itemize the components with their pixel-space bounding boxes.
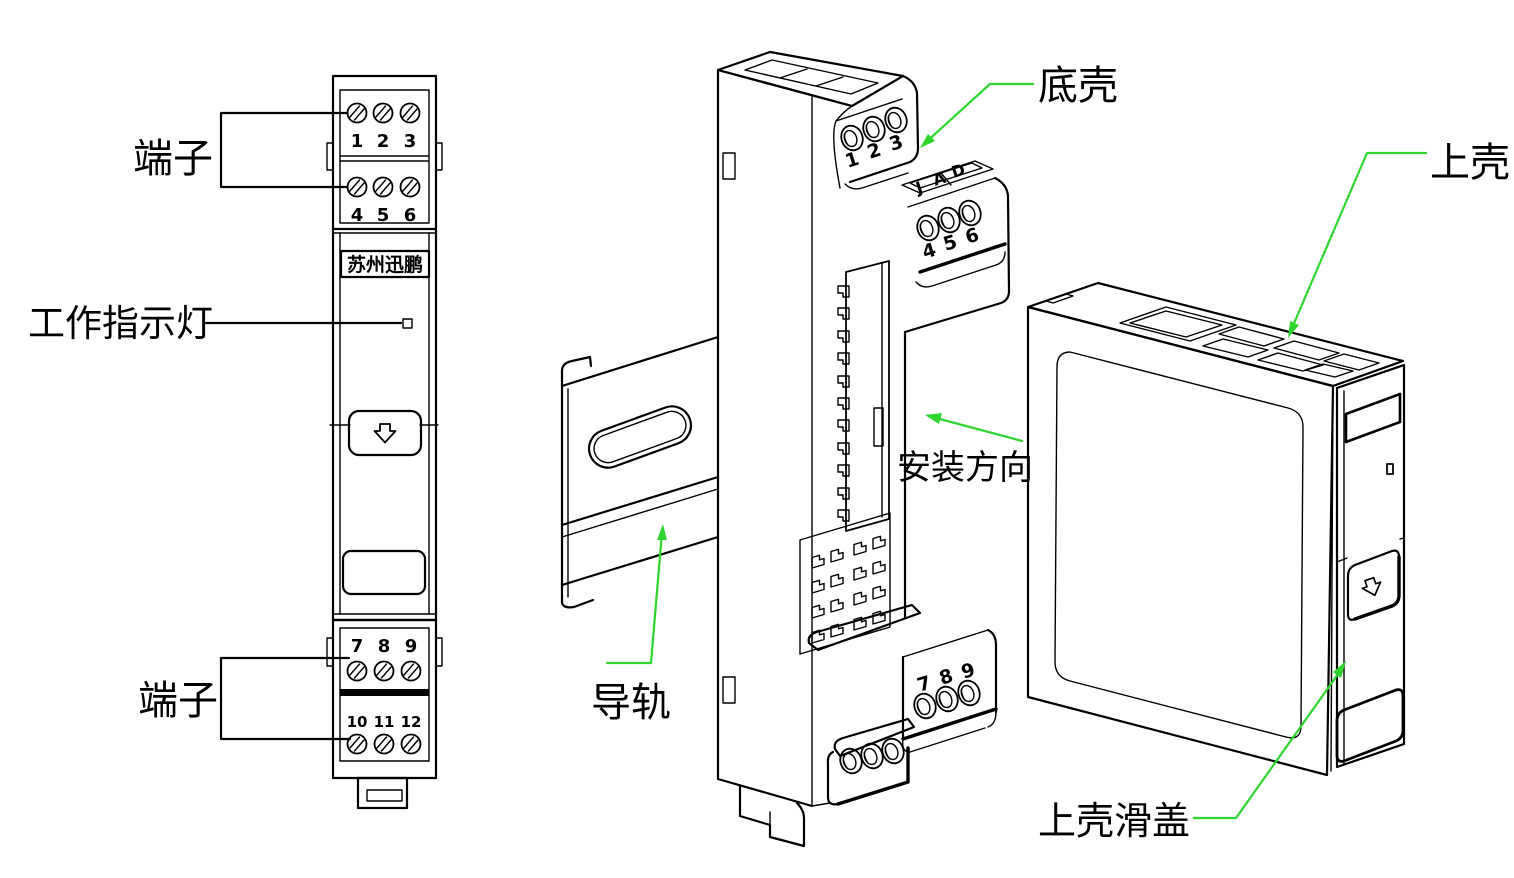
front-body: 苏州迅鹏 bbox=[329, 227, 439, 622]
din-rail-label: 导轨 bbox=[591, 680, 671, 725]
terminal-number: 4 bbox=[920, 239, 939, 264]
terminal-number: 5 bbox=[941, 231, 960, 256]
callout-slide-cover: 上壳滑盖 bbox=[1038, 661, 1346, 843]
front-window bbox=[341, 549, 427, 596]
iso-terminal-block-101112 bbox=[826, 717, 916, 806]
work-indicator-led bbox=[402, 318, 413, 329]
din-rail-slot bbox=[587, 405, 693, 469]
bottom-shell: 1 2 3 J A D 4 5 bbox=[716, 50, 1011, 848]
screw-terminal-11 bbox=[373, 733, 395, 755]
brand-plate bbox=[339, 249, 431, 279]
top-shell-label: 上壳 bbox=[1430, 140, 1510, 185]
terminal-number: 11 bbox=[374, 713, 395, 731]
din-rail bbox=[560, 335, 720, 609]
leader-arrowhead bbox=[1333, 661, 1346, 678]
front-view: 1 2 3 4 5 6 苏州迅鹏 bbox=[28, 74, 443, 810]
top-shell-view: 上壳 上壳滑盖 bbox=[1026, 140, 1510, 843]
screw-terminal-5 bbox=[372, 176, 394, 198]
terminal-top-label: 端子 bbox=[133, 136, 213, 181]
terminal-number: 1 bbox=[842, 148, 861, 173]
leader-arrowhead bbox=[1288, 321, 1299, 338]
bottom-shell-label: 底壳 bbox=[1038, 63, 1118, 108]
callout-top-shell: 上壳 bbox=[1288, 140, 1510, 338]
top-vent-slots bbox=[1045, 293, 1380, 378]
terminal-number: 9 bbox=[959, 659, 978, 684]
screw-terminal-4 bbox=[346, 176, 368, 198]
slide-latch-button[interactable] bbox=[1346, 549, 1401, 621]
terminal-number: 7 bbox=[915, 672, 934, 697]
callout-indicator-light: 工作指示灯 bbox=[28, 304, 403, 345]
screw-terminal-10 bbox=[346, 733, 368, 755]
pin-grid bbox=[799, 512, 891, 655]
leader-arrowhead bbox=[920, 134, 935, 148]
connector-pin-strip bbox=[837, 260, 890, 532]
screw-terminal-1 bbox=[346, 102, 368, 124]
terminal-number: 3 bbox=[404, 131, 417, 152]
terminal-number: 6 bbox=[404, 205, 417, 226]
terminal-number: 10 bbox=[347, 713, 368, 731]
work-indicator-led bbox=[1386, 463, 1394, 475]
leader-arrowhead bbox=[657, 524, 667, 540]
top-slot bbox=[1344, 392, 1402, 444]
screw-terminal-8 bbox=[373, 660, 395, 682]
screw-terminal-9 bbox=[400, 660, 422, 682]
iso-terminal-block-789: 7 8 9 bbox=[807, 603, 998, 753]
brand-label: 苏州迅鹏 bbox=[347, 253, 423, 276]
terminal-number: 5 bbox=[377, 205, 390, 226]
terminal-number: 8 bbox=[378, 636, 391, 657]
callout-terminal-top: 端子 bbox=[133, 111, 349, 189]
front-top-terminal-block: 1 2 3 4 5 6 bbox=[326, 74, 443, 231]
screw-terminal-2 bbox=[372, 102, 394, 124]
terminal-number: 4 bbox=[351, 205, 364, 226]
slide-latch-button[interactable] bbox=[347, 409, 423, 457]
terminal-number: 8 bbox=[937, 665, 956, 690]
rail-clip-window bbox=[722, 676, 736, 704]
slide-cover-label: 上壳滑盖 bbox=[1038, 801, 1190, 843]
shell-foot bbox=[738, 785, 806, 848]
callout-din-rail: 导轨 bbox=[591, 524, 671, 725]
terminal-number: 3 bbox=[886, 131, 905, 156]
terminal-number: 9 bbox=[405, 636, 418, 657]
din-clip-foot bbox=[356, 776, 409, 810]
iso-terminal-block-456: J A D 4 5 6 bbox=[901, 160, 1011, 620]
down-arrow-icon bbox=[373, 423, 397, 444]
indicator-light-label: 工作指示灯 bbox=[28, 304, 213, 345]
embossed-letter: J bbox=[913, 178, 925, 198]
rail-clip-window bbox=[722, 152, 736, 180]
top-shell bbox=[1026, 281, 1406, 777]
screw-terminal-6 bbox=[399, 176, 421, 198]
embossed-letter: D bbox=[949, 160, 968, 182]
leader-arrowhead bbox=[925, 413, 942, 424]
iso-assembly-view: 1 2 3 J A D 4 5 bbox=[560, 50, 1118, 848]
terminal-number: 12 bbox=[401, 713, 422, 731]
side-window bbox=[1335, 688, 1405, 763]
iso-terminal-block-123: 1 2 3 bbox=[833, 74, 920, 190]
down-arrow-icon bbox=[1359, 575, 1385, 600]
terminal-number: 2 bbox=[864, 139, 883, 164]
terminal-number: 6 bbox=[963, 224, 982, 249]
callout-terminal-bottom: 端子 bbox=[138, 656, 352, 741]
callout-bottom-shell: 底壳 bbox=[920, 63, 1118, 148]
screw-terminal-7 bbox=[346, 660, 368, 682]
callout-install-direction: 安装方向 bbox=[897, 413, 1033, 487]
install-direction-label: 安装方向 bbox=[897, 449, 1033, 487]
terminal-number: 7 bbox=[351, 636, 364, 657]
screw-terminal-3 bbox=[399, 102, 421, 124]
terminal-bottom-label: 端子 bbox=[138, 678, 218, 723]
screw-terminal-12 bbox=[400, 733, 422, 755]
front-bottom-terminal-block: 7 8 9 10 11 12 bbox=[326, 618, 443, 810]
terminal-number: 2 bbox=[377, 131, 390, 152]
terminal-number: 1 bbox=[351, 131, 364, 152]
